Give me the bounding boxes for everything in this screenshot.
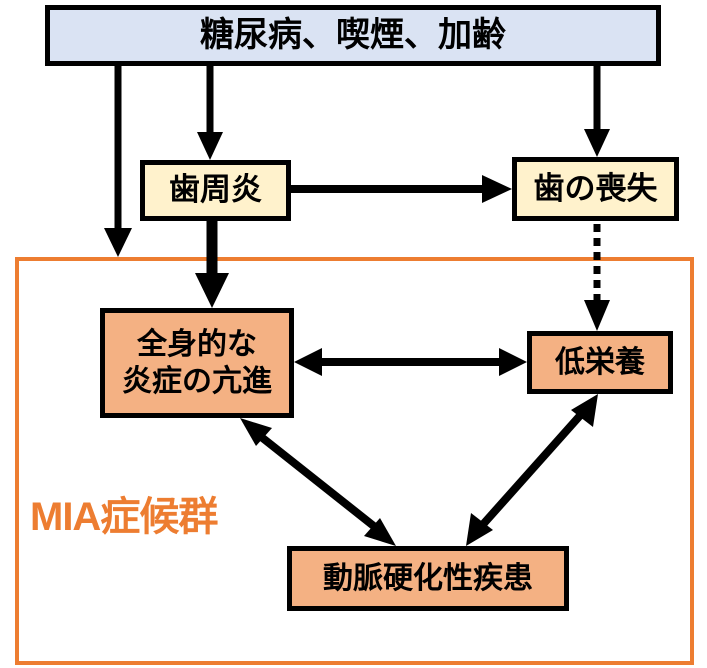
systemic-inflammation-box: 全身的な 炎症の亢進 <box>100 308 294 418</box>
mia-syndrome-label: MIA症候群 <box>30 495 218 539</box>
arrow-risk-to-periodontitis <box>197 66 223 160</box>
malnutrition-box: 低栄養 <box>527 331 673 394</box>
risk-factors-text: 糖尿病、喫煙、加齢 <box>200 15 506 56</box>
atherosclerotic-disease-box: 動脈硬化性疾患 <box>287 546 569 611</box>
arrow-risk-to-tooth-loss <box>584 66 610 157</box>
malnutrition-text: 低栄養 <box>555 344 645 380</box>
periodontitis-text: 歯周炎 <box>169 172 262 209</box>
mia-syndrome-group-frame <box>15 257 694 665</box>
arrow-periodontitis-to-tooth-loss <box>291 175 512 203</box>
systemic-inflammation-line2: 炎症の亢進 <box>122 364 272 399</box>
periodontitis-box: 歯周炎 <box>140 160 291 221</box>
atherosclerotic-disease-text: 動脈硬化性疾患 <box>323 560 533 596</box>
tooth-loss-box: 歯の喪失 <box>512 157 679 221</box>
arrow-risk-to-mia-group <box>104 66 132 257</box>
tooth-loss-text: 歯の喪失 <box>533 170 658 207</box>
systemic-inflammation-line1: 全身的な <box>137 326 257 362</box>
systemic-inflammation-text: 全身的な 炎症の亢進 <box>122 326 272 401</box>
risk-factors-box: 糖尿病、喫煙、加齢 <box>45 5 661 66</box>
